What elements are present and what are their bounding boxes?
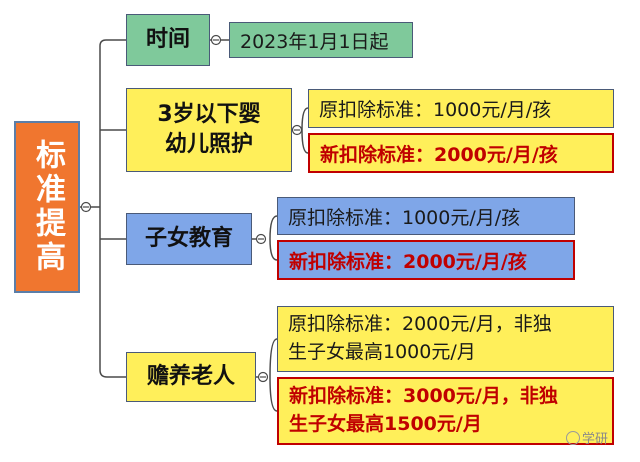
branch-education-label: 子女教育 (144, 226, 233, 252)
branch-education: 子女教育 (126, 213, 252, 265)
infant-new-text: 新扣除标准：2000元/月/孩 (320, 143, 558, 166)
infant-new-standard: 新扣除标准：2000元/月/孩 (308, 133, 614, 173)
elderly-old-text: 原扣除标准：2000元/月，非独 生子女最高1000元/月 (288, 313, 552, 363)
weibo-icon (566, 430, 580, 445)
elderly-new-standard: 新扣除标准：3000元/月，非独 生子女最高1500元/月 (277, 377, 614, 445)
education-new-text: 新扣除标准：2000元/月/孩 (289, 250, 527, 273)
branch-infant-care: 3岁以下婴 幼儿照护 (126, 88, 292, 172)
infant-old-text: 原扣除标准：1000元/月/孩 (319, 99, 552, 121)
watermark: 学研 (566, 428, 608, 447)
root-label: 标准提高 (30, 139, 65, 275)
time-value-text: 2023年1月1日起 (240, 30, 389, 53)
infant-old-standard: 原扣除标准：1000元/月/孩 (308, 89, 614, 128)
branch-infant-label: 3岁以下婴 幼儿照护 (157, 102, 261, 157)
education-old-standard: 原扣除标准：1000元/月/孩 (277, 197, 575, 235)
branch-time: 时间 (126, 14, 210, 66)
root-node: 标准提高 (14, 121, 80, 293)
branch-time-label: 时间 (145, 27, 190, 53)
watermark-text: 学研 (582, 432, 609, 447)
time-value: 2023年1月1日起 (229, 22, 413, 58)
education-new-standard: 新扣除标准：2000元/月/孩 (277, 240, 575, 280)
branch-elderly-support: 赡养老人 (126, 352, 256, 402)
elderly-old-standard: 原扣除标准：2000元/月，非独 生子女最高1000元/月 (277, 306, 614, 372)
branch-elderly-label: 赡养老人 (146, 364, 235, 390)
education-old-text: 原扣除标准：1000元/月/孩 (288, 206, 521, 229)
elderly-new-text: 新扣除标准：3000元/月，非独 生子女最高1500元/月 (289, 385, 558, 435)
